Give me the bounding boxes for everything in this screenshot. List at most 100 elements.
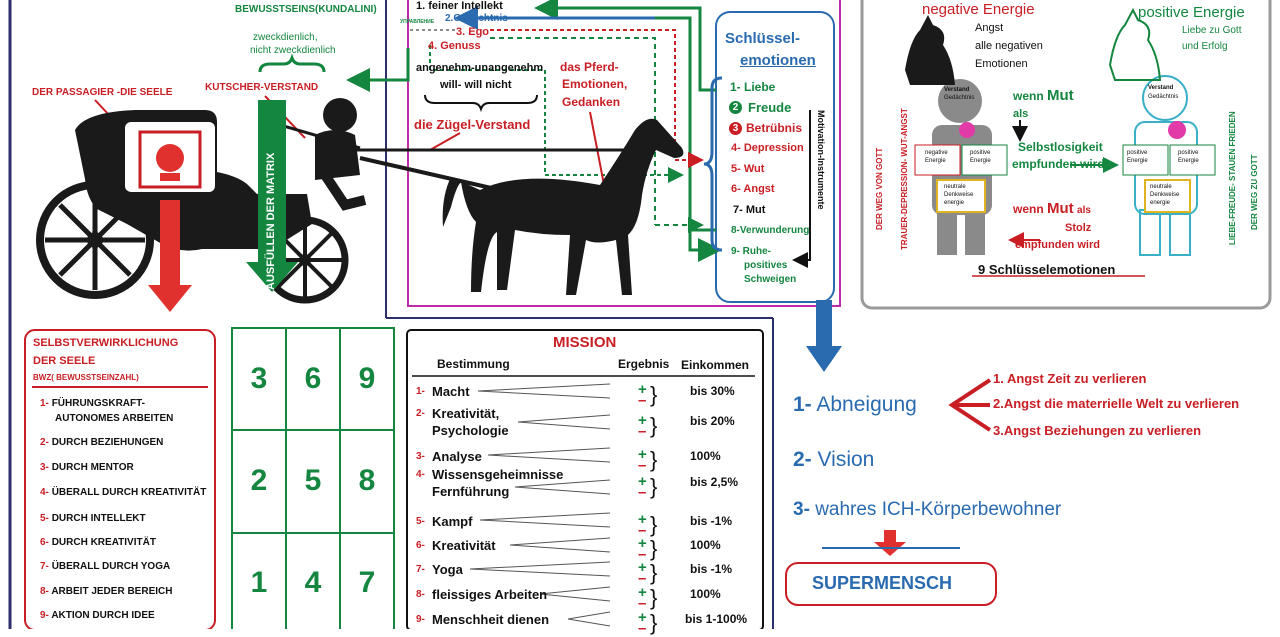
mission-row-label: Yoga — [432, 562, 463, 577]
mission-minus-icon: – — [638, 423, 647, 440]
mut2-mut: Mut — [1047, 200, 1074, 217]
mission-plus-icon: + — [638, 559, 647, 576]
mission-row-label: Menschheit dienen — [432, 612, 550, 627]
pferd-label-3: Gedanken — [562, 95, 621, 109]
kutscher-label: KUTSCHER-VERSTAND — [205, 82, 319, 93]
emotion-2-number: 2 — [729, 101, 742, 114]
matrix-cell: 6 — [304, 362, 322, 395]
emotion-3: Betrübnis — [746, 121, 803, 135]
emotions-title-1: Schlüssel- — [725, 30, 801, 47]
stolz-label-2: empfunden wird — [1015, 239, 1100, 251]
matrix-cell: 4 — [304, 566, 322, 599]
mission-row-label: Kreativität — [432, 538, 496, 553]
mission-plus-icon: + — [638, 412, 647, 429]
mission-row-label: Wissensgeheimnisse — [432, 467, 564, 482]
mission-brace: } — [650, 382, 658, 407]
emotion-5: 5- Wut — [731, 163, 765, 175]
pos-figure-energie-right-1: positive — [1178, 150, 1199, 156]
matrix-cell: 5 — [304, 464, 322, 497]
mission-row-income: bis -1% — [690, 562, 733, 576]
fear-2: 2.Angst die materrielle Welt zu verliere… — [993, 396, 1240, 411]
fear-1: 1. Angst Zeit zu verlieren — [993, 371, 1147, 386]
horse-illustration — [442, 118, 684, 295]
intellekt-item-3: 3. Ego — [456, 26, 490, 38]
pferd-label-1: das Pferd- — [560, 60, 619, 74]
matrix-cell: 2 — [250, 464, 268, 497]
mission-minus-icon: – — [638, 457, 647, 474]
mission-plus-icon: + — [638, 584, 647, 601]
right-vertical-2: DER WEG ZU GOTT — [1250, 154, 1259, 230]
selbstlos-1: Selbstlosigkeit — [1018, 140, 1103, 154]
emotion-6: 6- Angst — [731, 183, 775, 195]
angenehm-label: angenehm-unangenehm — [416, 62, 544, 74]
emotion-9-line2: positives — [744, 260, 788, 271]
mission-row-income: 100% — [690, 587, 721, 601]
selbstlos-2: empfunden wird — [1012, 157, 1105, 171]
pos-figure-energie-left-1: positive — [1127, 150, 1148, 156]
pos-energie-box-2: Energie — [970, 158, 991, 164]
vision-item-3: 3- wahres ICH-Körperbewohner — [793, 499, 1062, 520]
carriage-illustration — [36, 98, 650, 304]
mission-row-number: 9- — [416, 614, 425, 625]
emotion-7: 7- Mut — [733, 204, 766, 216]
mission-brace: } — [650, 413, 658, 438]
self-item-7: 7- ÜBERALL DURCH YOGA — [40, 561, 171, 572]
verstand-label-neg: Verstand — [944, 87, 970, 93]
matrix-arrow-label: AUSFÜLLEN DER MATRIX — [265, 152, 277, 290]
self-item-1: 1- FÜHRUNGSKRAFT- — [40, 398, 146, 409]
mission-row-label: Kreativität, — [432, 406, 500, 421]
mission-col-ergebnis: Ergebnis — [618, 357, 670, 371]
self-title-1: SELBSTVERWIRKLICHUNG — [33, 337, 179, 349]
mission-col-einkommen: Einkommen — [681, 358, 750, 372]
mission-brace: } — [650, 474, 658, 499]
mission-minus-icon: – — [638, 595, 647, 612]
emotion-8: 8-Verwunderung — [731, 225, 810, 236]
mission-row-number: 6- — [416, 540, 425, 551]
emotion-1: 1- Liebe — [730, 80, 776, 94]
neg-energie-box-1: negative — [925, 150, 948, 156]
mut-negative: wenn Mut als — [1013, 200, 1091, 217]
mission-row-label: fleissiges Arbeiten — [432, 587, 548, 602]
emotion-9: 9- Ruhe- — [731, 246, 771, 257]
neg-energie-box-2: Energie — [925, 158, 946, 164]
nicht-zweck-label: nicht zweckdienlich — [250, 45, 336, 56]
intellekt-item-4: 4. Genuss — [428, 40, 481, 52]
positive-sub-2: und Erfolg — [1182, 41, 1228, 52]
mission-row-label: Macht — [432, 384, 470, 399]
negative-energy-title: negative Energie — [922, 1, 1035, 18]
mission-brace: } — [650, 560, 658, 585]
mission-row-label-2: Fernführung — [432, 484, 510, 499]
pferd-label-2: Emotionen, — [562, 77, 628, 91]
mut1-wenn: wenn — [1013, 89, 1044, 103]
mission-plus-icon: + — [638, 535, 647, 552]
mission-row-number: 4- — [416, 469, 425, 480]
intellekt-item-2: 2.Gedächtnis — [445, 13, 508, 24]
gedaechtnis-label-pos: Gedächtnis — [1148, 94, 1179, 100]
mission-row-income: bis 1-100% — [685, 612, 748, 626]
positive-energy-title: positive Energie — [1138, 4, 1245, 21]
self-title-2: DER SEELE — [33, 355, 96, 367]
mission-row-income: bis 30% — [690, 384, 735, 398]
gedaechtnis-label-neg: Gedächtnis — [944, 95, 975, 101]
mission-minus-icon: – — [638, 484, 647, 501]
matrix-cell: 3 — [250, 362, 268, 395]
mission-minus-icon: – — [638, 570, 647, 587]
mission-row-label: Analyse — [432, 449, 482, 464]
positive-sub-1: Liebe zu Gott — [1182, 25, 1242, 36]
mission-plus-icon: + — [638, 609, 647, 626]
mission-brace: } — [650, 610, 658, 635]
self-item-8: 8- ARBEIT JEDER BEREICH — [40, 586, 173, 597]
mission-row-income: bis -1% — [690, 514, 733, 528]
self-item-3: 3- DURCH MENTOR — [40, 462, 134, 473]
emotion-9-line3: Schweigen — [744, 274, 797, 285]
mission-row-label: Kampf — [432, 514, 473, 529]
self-item-2: 2- DURCH BEZIEHUNGEN — [40, 437, 164, 448]
emotion-3-number: 3 — [729, 122, 742, 135]
neutral-pos-2: Denkweise — [1150, 192, 1180, 198]
neutral-neg-1: neutrale — [944, 184, 966, 190]
neutral-pos-3: energie — [1150, 200, 1171, 206]
self-item-9: 9- AKTION DURCH IDEE — [40, 610, 155, 621]
wolf-dark-icon — [905, 15, 955, 85]
matrix-cell: 9 — [358, 362, 376, 395]
